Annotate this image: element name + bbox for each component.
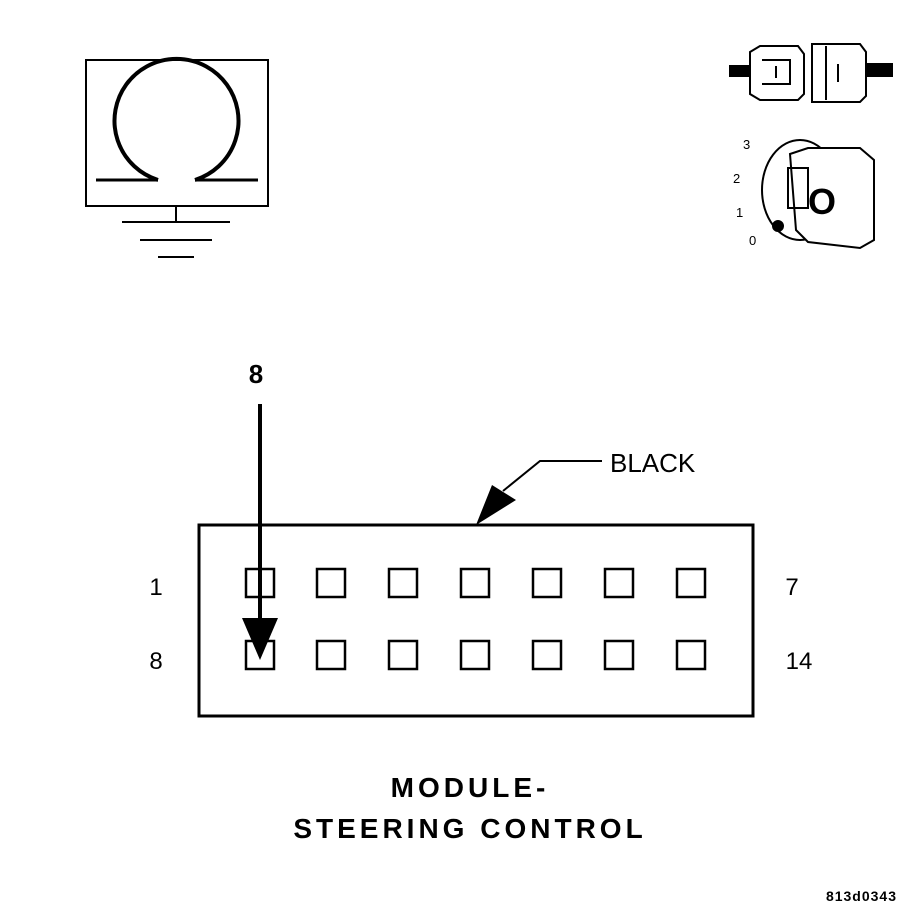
disconnect-connector-icon: [729, 43, 893, 103]
probe-pin-number: 8: [249, 359, 263, 389]
pin-cavity-2: [315, 567, 347, 599]
ignition-position-2: 2: [733, 171, 740, 186]
row2-start-label: 8: [149, 648, 162, 675]
pin-cavity-9: [315, 639, 347, 671]
pin-cavity-8: [244, 639, 276, 671]
ignition-position-3: 3: [743, 137, 750, 152]
connector-body: [197, 523, 755, 718]
pin-cavity-10: [387, 639, 419, 671]
pin-cavity-7: [675, 567, 707, 599]
title-line1: MODULE-: [391, 772, 550, 803]
ignition-key-icon: [761, 139, 875, 250]
pin-cavity-11: [459, 639, 491, 671]
pin-cavity-14: [675, 639, 707, 671]
row1-end-label: 7: [785, 574, 798, 601]
pin-cavity-6: [603, 567, 635, 599]
connector-color-label: BLACK: [610, 448, 696, 478]
pin-grid: [244, 567, 707, 671]
ignition-position-0: 0: [749, 233, 756, 248]
pin-cavity-3: [387, 567, 419, 599]
probe-arrow: [242, 404, 278, 660]
pin-cavity-12: [531, 639, 563, 671]
pin-cavity-13: [603, 639, 635, 671]
ohmmeter-ground-icon: [85, 56, 269, 258]
color-leader-line: [476, 460, 602, 525]
figure-id: 813d0343: [826, 888, 897, 904]
pin-cavity-4: [459, 567, 491, 599]
ignition-key-label: O: [808, 181, 836, 222]
ignition-position-1: 1: [736, 205, 743, 220]
pin-cavity-5: [531, 567, 563, 599]
title-line2: STEERING CONTROL: [293, 813, 646, 844]
pin-cavity-1: [244, 567, 276, 599]
row1-start-label: 1: [149, 574, 162, 601]
row2-end-label: 14: [786, 648, 813, 675]
